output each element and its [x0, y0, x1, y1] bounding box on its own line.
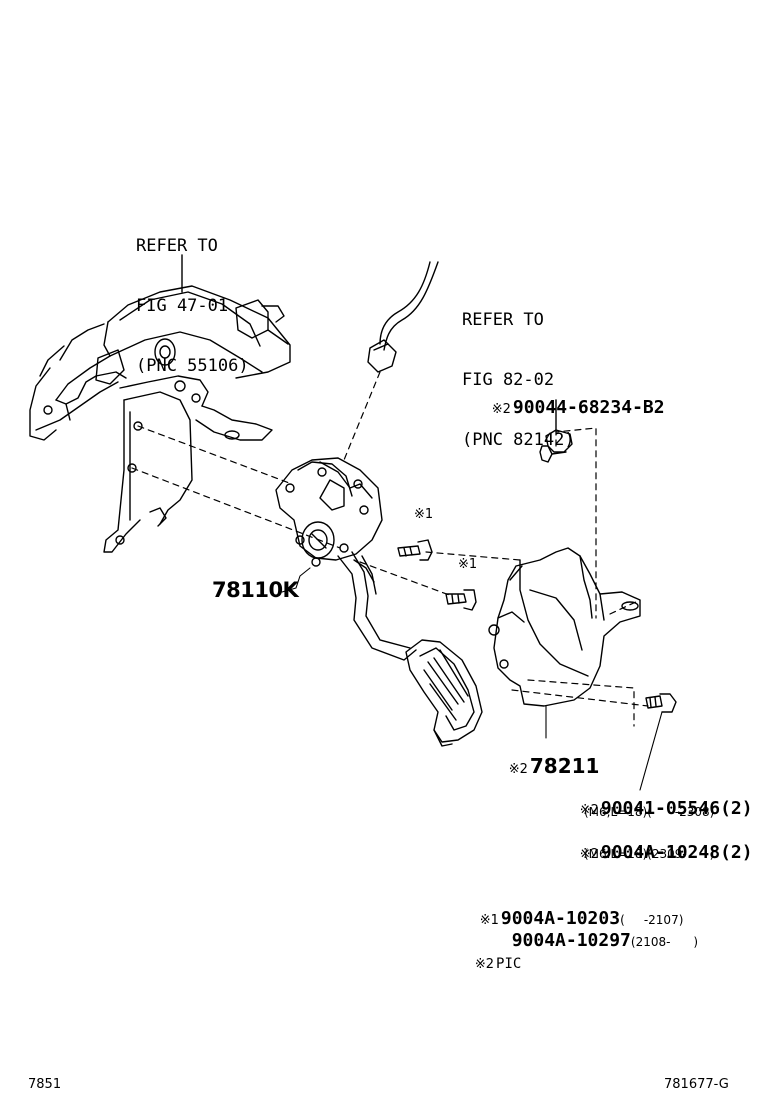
- note-1-label-b: 9004A-10297(2108- ): [490, 914, 698, 950]
- note-1-mark: ※1: [479, 913, 499, 928]
- note-1-range-b: (2108- ): [630, 935, 699, 949]
- footer-figure-number: 7851: [28, 1077, 62, 1092]
- leader-lines: [282, 568, 662, 790]
- bolt-1-drawing: [398, 540, 432, 560]
- bolt-b-part-number: 9004A-10248(2): [600, 842, 753, 863]
- bracket-ref-line-3: (PNC 55106): [136, 356, 249, 376]
- pedal-part-number: 78110K: [212, 578, 299, 602]
- pic-mark: ※2: [579, 847, 599, 862]
- pedal-bracket-drawing: [30, 255, 290, 552]
- note-2-text: PIC: [496, 956, 522, 972]
- bolt-a-spec: (M6,L=18)( -2308): [584, 805, 715, 819]
- harness-ref-line-3: (PNC 82142): [462, 430, 575, 450]
- pic-mark: ※2: [491, 402, 511, 417]
- harness-ref-line-2: FIG 82-02: [462, 370, 555, 390]
- bracket-ref-line-2: FIG 47-01: [136, 296, 229, 316]
- pic-mark: ※2: [579, 803, 599, 818]
- harness-ref-line-1: REFER TO: [462, 310, 544, 330]
- bolt-2-mark: ※1: [458, 557, 478, 572]
- cover-bolt-drawing: [646, 694, 676, 712]
- note-1-range-a: ( -2107): [620, 913, 684, 927]
- harness-connector-drawing: [368, 262, 438, 372]
- note-1-part-number-a: 9004A-10203: [500, 908, 621, 929]
- footer-illustration-code: 781677-G: [664, 1077, 729, 1092]
- bolt-a-part-number: 90041-05546(2): [600, 798, 753, 819]
- bolt-2-drawing: [446, 590, 476, 610]
- accelerator-pedal-drawing: [276, 458, 482, 746]
- clip-part-number: 90044-68234-B2: [512, 397, 665, 418]
- bolt-b-spec: (M6.L=18)(2309- ): [584, 847, 715, 861]
- pedal-cover-drawing: [489, 548, 640, 706]
- bracket-ref-line-1: REFER TO: [136, 236, 218, 256]
- note-1-part-number-b: 9004A-10297: [511, 930, 631, 951]
- harness-reference-label: REFER TO FIG 82-02 (PNC 82142): [462, 270, 575, 470]
- cover-part-number: 78211: [529, 754, 600, 778]
- note-2-mark: ※2: [474, 957, 495, 972]
- bolt-1-mark: ※1: [414, 507, 434, 522]
- clip-drawing: [540, 400, 572, 462]
- pic-mark: ※2: [508, 762, 528, 777]
- bracket-reference-label: REFER TO FIG 47-01 (PNC 55106): [136, 196, 249, 396]
